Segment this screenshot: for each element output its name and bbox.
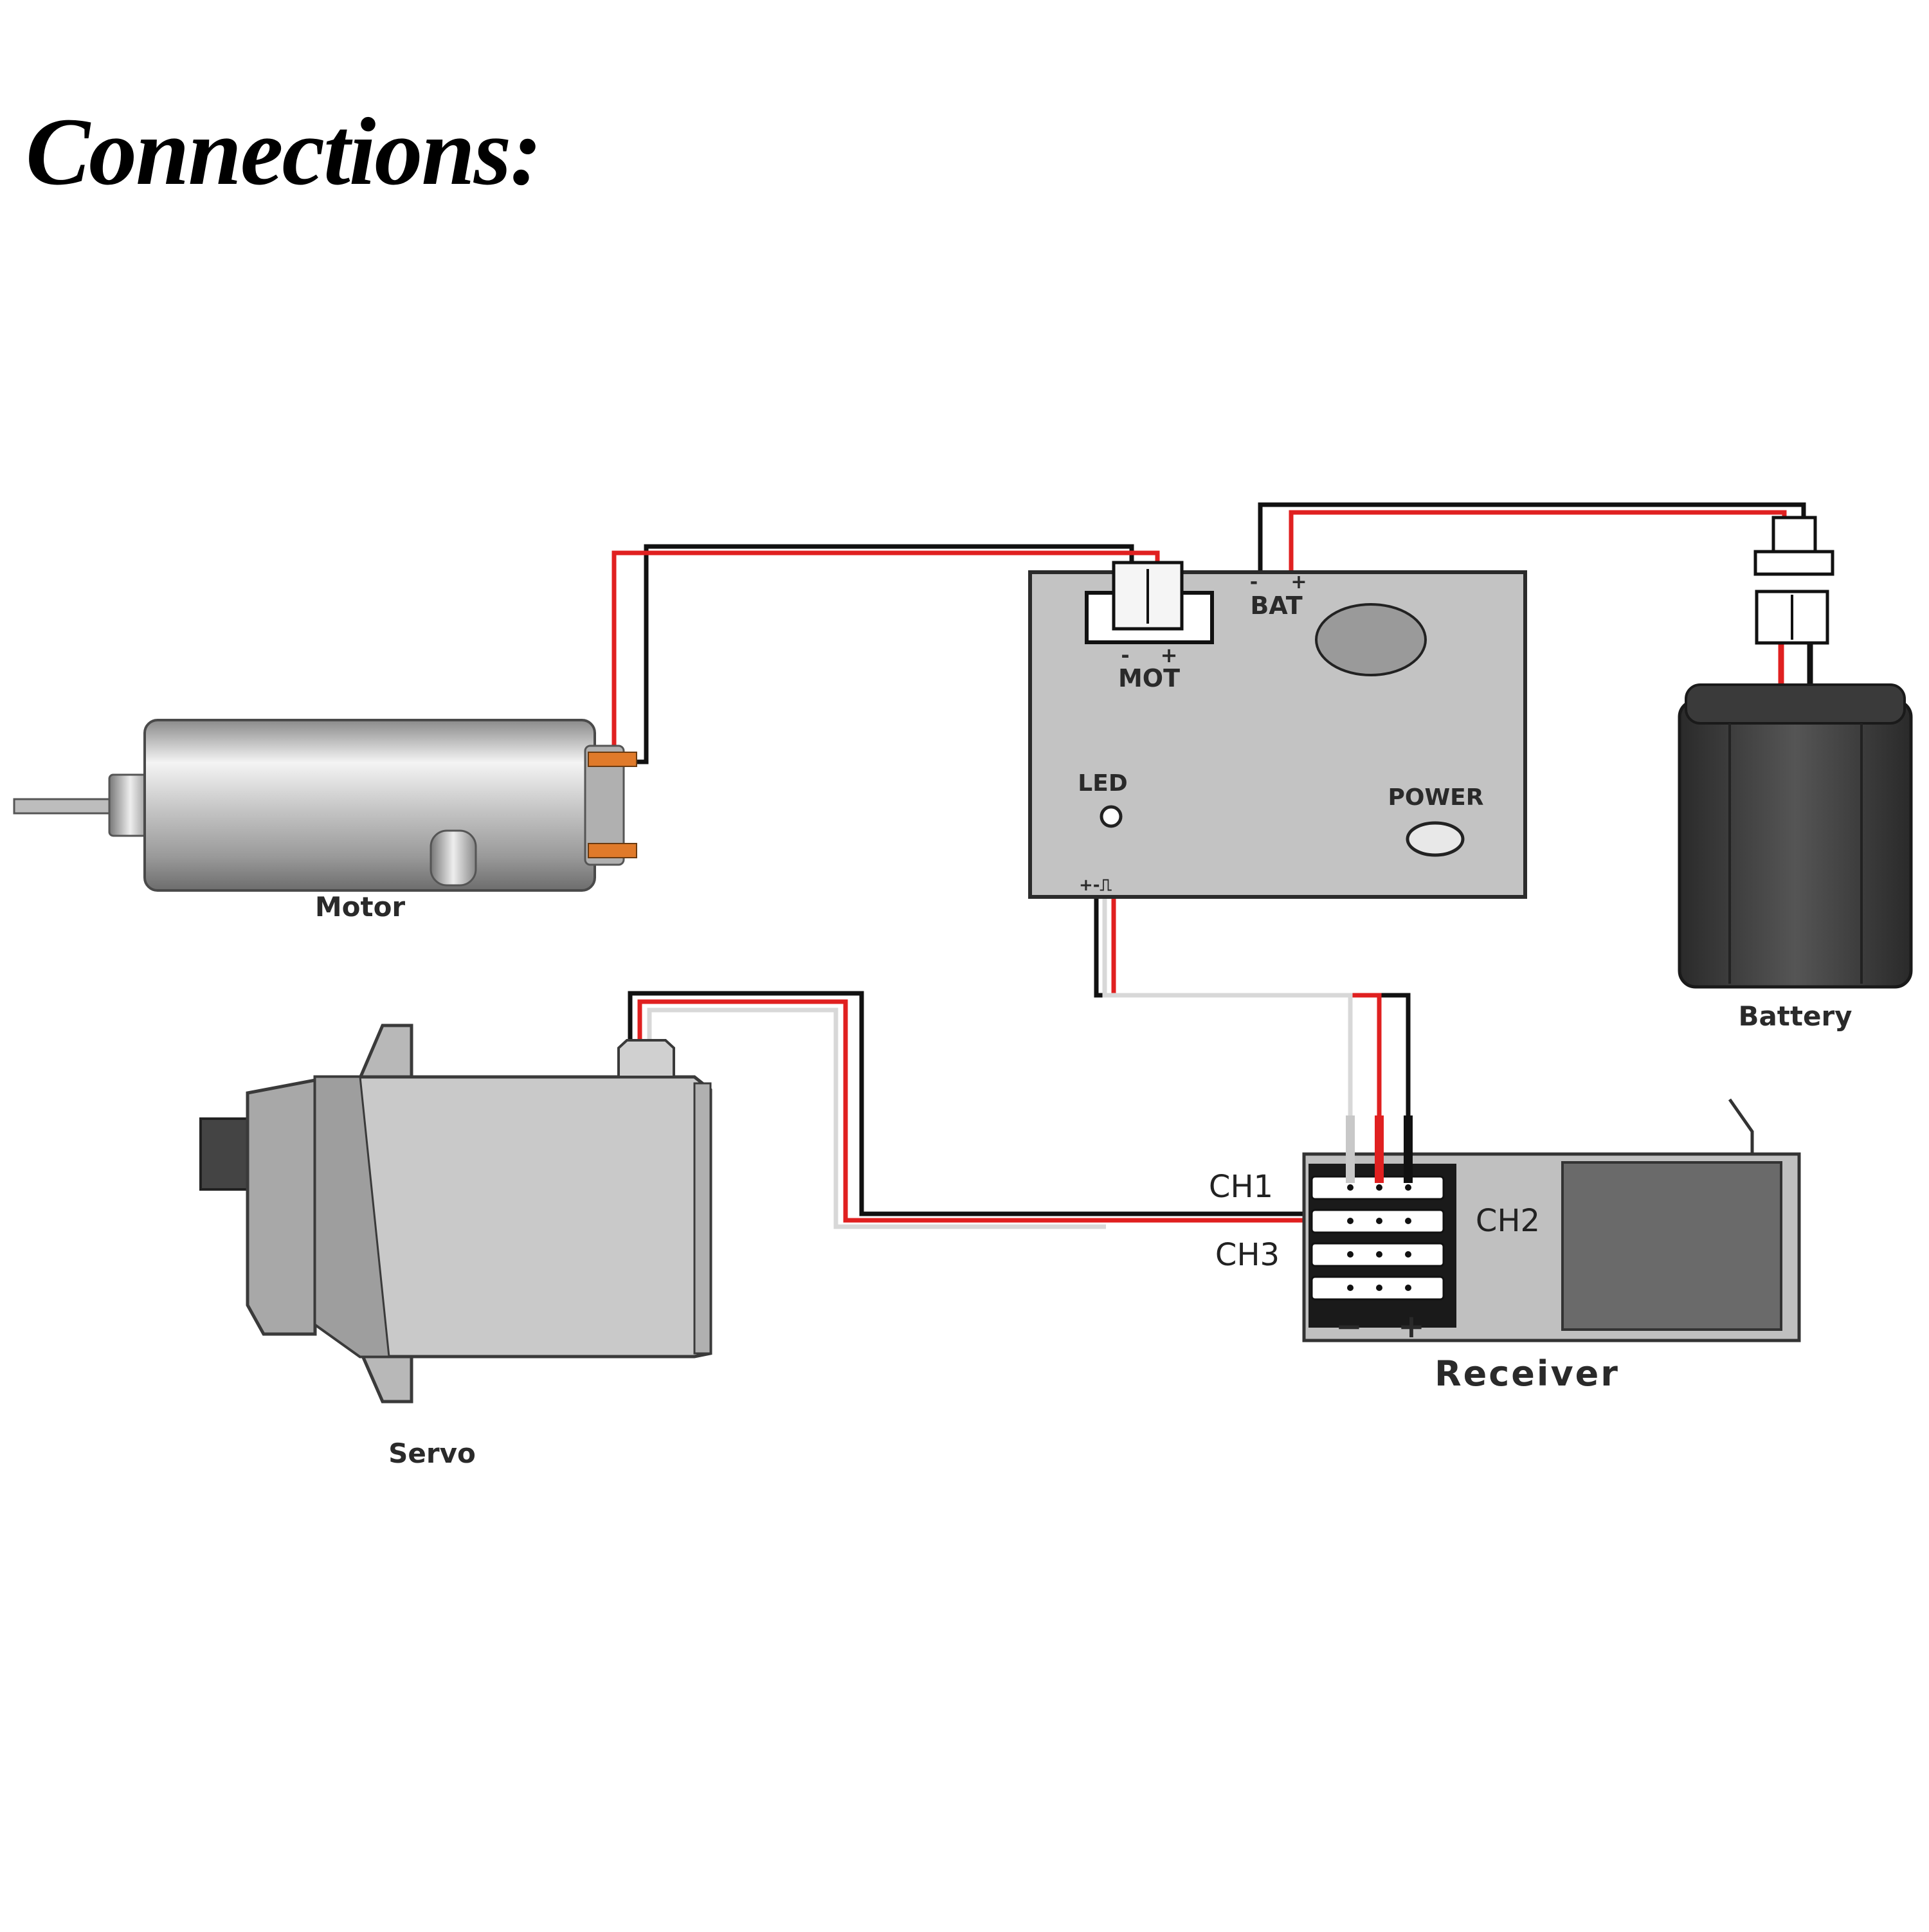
servo-bevel <box>314 1076 390 1358</box>
wire-group-esc-signal <box>1094 897 1411 1115</box>
receiver-slots <box>1310 1175 1445 1301</box>
led-indicator <box>1100 805 1123 828</box>
battery: Battery <box>1678 516 1913 1032</box>
signal-wire-white <box>1102 897 1353 1115</box>
pin <box>1405 1285 1411 1291</box>
motor-can <box>143 719 596 892</box>
pin <box>1347 1251 1354 1258</box>
servo-cable-boot <box>617 1039 675 1078</box>
motor-shaft <box>13 798 118 815</box>
pin <box>1376 1285 1382 1291</box>
signal-pin-label: +-⎍ <box>1079 876 1112 895</box>
pin <box>1405 1251 1411 1258</box>
slot-pins <box>1347 1184 1411 1291</box>
power-label: POWER <box>1388 784 1483 811</box>
receiver-cover <box>1561 1161 1782 1331</box>
motor-vent-nub <box>430 829 477 887</box>
mot-label: MOT <box>1118 664 1180 692</box>
mot-plus-label: + <box>1161 643 1178 667</box>
mot-minus-label: - <box>1121 643 1129 667</box>
pin <box>1405 1184 1411 1191</box>
wire-group-battery <box>1258 502 1813 685</box>
battery-plug-top <box>1771 516 1817 555</box>
pin <box>1347 1285 1354 1291</box>
led-label: LED <box>1078 770 1127 797</box>
motor-terminal-top <box>588 752 637 767</box>
ch1-label: CH1 <box>1209 1169 1273 1205</box>
pin <box>1376 1184 1382 1191</box>
pin <box>1376 1218 1382 1224</box>
receiver: CH1 CH2 CH3 − + Receiver <box>1209 1098 1801 1394</box>
servo-gear-housing <box>246 1078 317 1336</box>
bat-plus-label: + <box>1291 571 1307 593</box>
signal-wire-black <box>1094 897 1411 1115</box>
pin <box>1405 1218 1411 1224</box>
page-title: Connections: <box>26 98 542 205</box>
wire-group-servo <box>628 991 1309 1229</box>
servo-side-rail <box>693 1082 712 1355</box>
bat-minus-label: - <box>1250 571 1258 593</box>
pin <box>1347 1218 1354 1224</box>
esc-board: - + MOT - + BAT LED POWER +-⎍ <box>1028 561 1527 899</box>
servo: Servo <box>199 1024 712 1469</box>
power-button[interactable] <box>1406 821 1465 857</box>
battery-plug-flange <box>1753 550 1834 576</box>
receiver-label: Receiver <box>1435 1353 1620 1394</box>
ch2-label: CH2 <box>1476 1203 1540 1239</box>
servo-wire-white <box>647 1007 1106 1229</box>
bat-label: BAT <box>1250 591 1302 620</box>
receiver-minus-label: − <box>1336 1308 1363 1345</box>
battery-label: Battery <box>1738 1000 1852 1032</box>
motor-label: Motor <box>315 891 406 923</box>
motor-endcap <box>584 745 625 866</box>
battery-top-cap <box>1685 683 1906 725</box>
ch3-label: CH3 <box>1215 1237 1280 1273</box>
receiver-plus-label: + <box>1398 1308 1425 1345</box>
battery-wire-black <box>1258 502 1806 572</box>
servo-output-gear <box>199 1117 250 1191</box>
esc-capacitor <box>1315 603 1427 676</box>
receiver-antenna <box>1728 1098 1754 1156</box>
servo-label: Servo <box>388 1438 476 1469</box>
motor-terminal-bottom <box>588 843 637 858</box>
servo-wire-red <box>637 999 1309 1223</box>
servo-wire-black <box>628 991 1309 1216</box>
pin <box>1347 1184 1354 1191</box>
motor: Motor <box>13 719 637 923</box>
signal-wire-red <box>1111 897 1382 1115</box>
battery-wire-red <box>1289 510 1787 572</box>
battery-body <box>1678 699 1913 989</box>
pin <box>1376 1251 1382 1258</box>
